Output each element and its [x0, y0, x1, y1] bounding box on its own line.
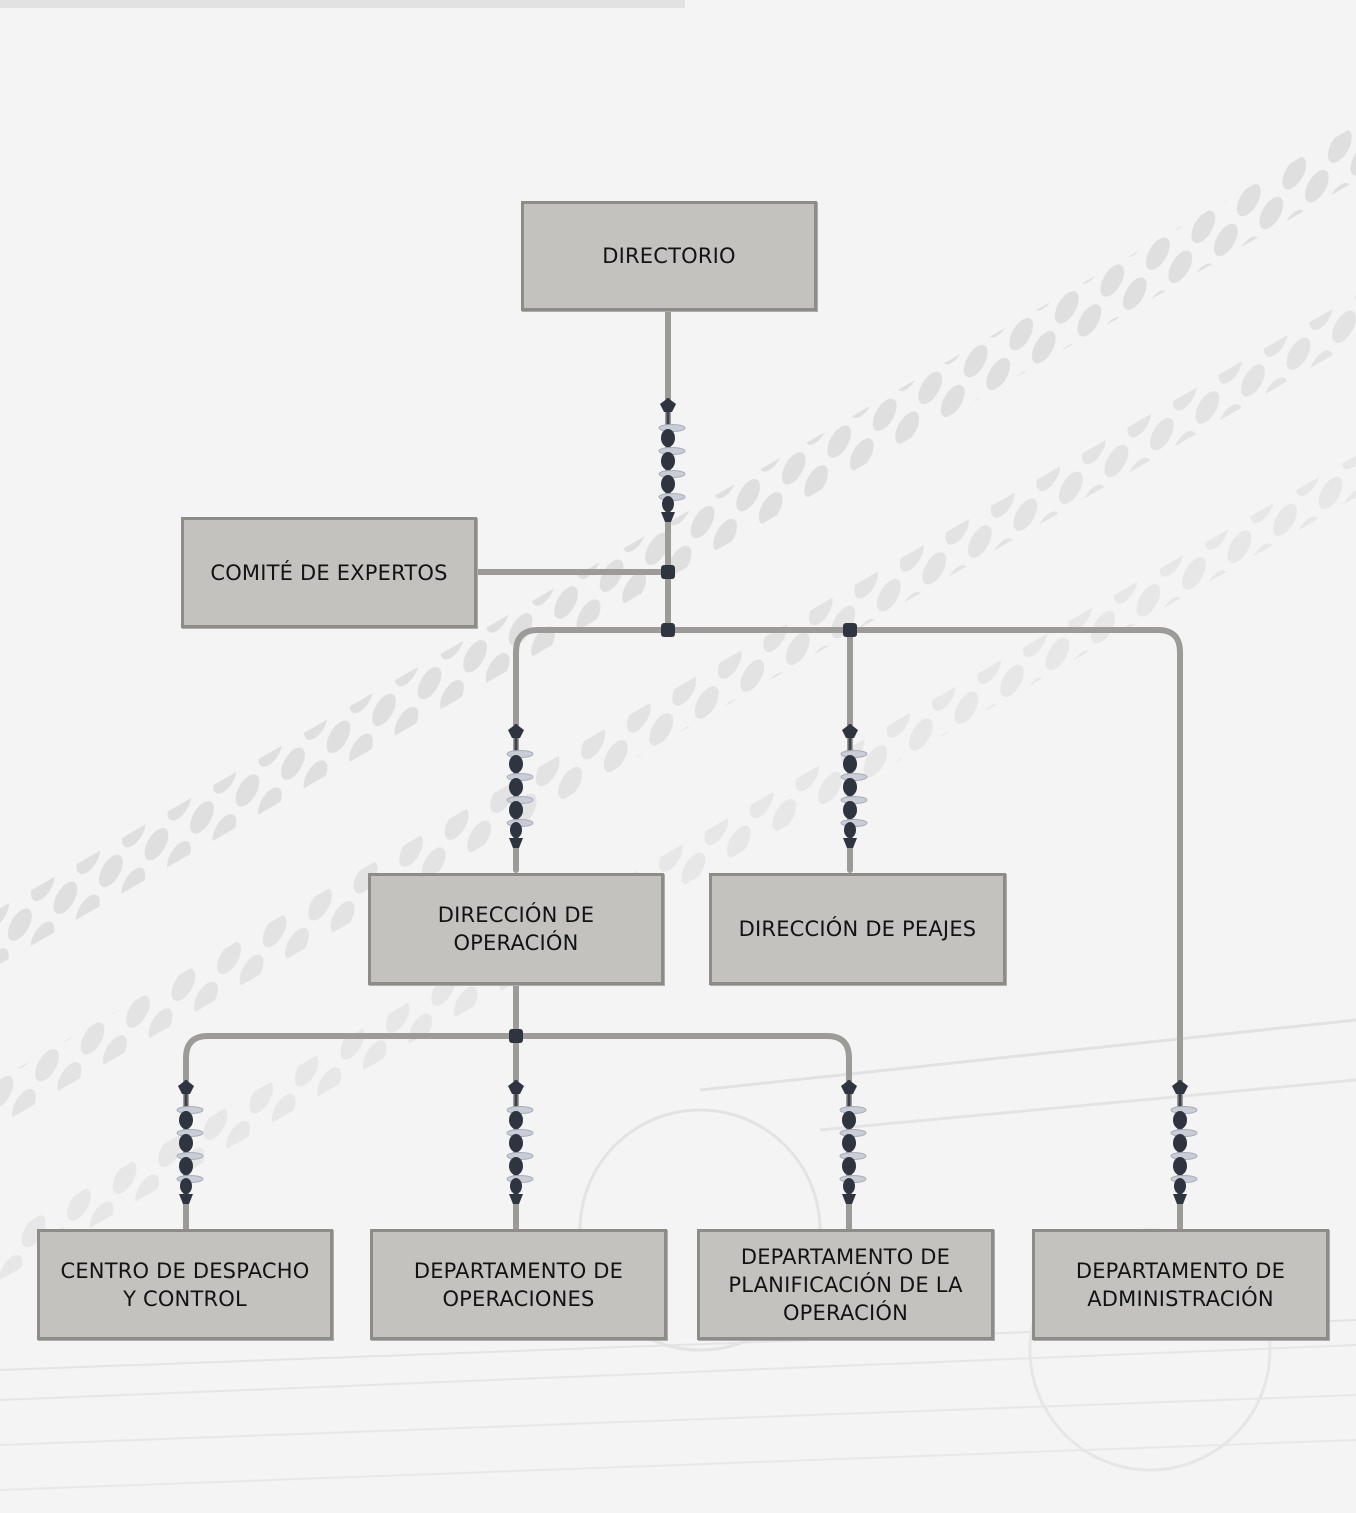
- node-directorio: DIRECTORIO: [521, 201, 817, 311]
- insulator-icon: [1170, 1079, 1198, 1205]
- node-departamento-de-administracion: DEPARTAMENTO DE ADMINISTRACIÓN: [1032, 1229, 1329, 1340]
- top-strip: [0, 0, 685, 8]
- node-label: DIRECCIÓN DE PEAJES: [738, 917, 977, 941]
- node-label: DEPARTAMENTO DE OPERACIONES: [413, 1258, 624, 1311]
- insulator-icon: [840, 723, 868, 849]
- node-departamento-de-operaciones: DEPARTAMENTO DE OPERACIONES: [370, 1229, 667, 1340]
- insulator-icon: [658, 397, 686, 523]
- node-label: COMITÉ DE EXPERTOS: [210, 560, 448, 585]
- node-departamento-de-planificacion: DEPARTAMENTO DE PLANIFICACIÓN DE LA OPER…: [697, 1229, 994, 1340]
- node-comite-de-expertos: COMITÉ DE EXPERTOS: [181, 517, 477, 628]
- insulator-icon: [506, 1079, 534, 1205]
- node-label: DIRECTORIO: [602, 244, 736, 268]
- node-label: DEPARTAMENTO DE ADMINISTRACIÓN: [1075, 1258, 1286, 1311]
- insulator-icon: [506, 723, 534, 849]
- node-label: DIRECCIÓN DE OPERACIÓN: [437, 903, 595, 955]
- node-direccion-de-operacion: DIRECCIÓN DE OPERACIÓN: [368, 873, 664, 985]
- insulator-icon: [176, 1079, 204, 1205]
- node-label: DEPARTAMENTO DE PLANIFICACIÓN DE LA OPER…: [728, 1244, 963, 1325]
- insulator-icon: [839, 1079, 867, 1205]
- node-label: CENTRO DE DESPACHO Y CONTROL: [60, 1258, 310, 1311]
- node-direccion-de-peajes: DIRECCIÓN DE PEAJES: [709, 873, 1006, 985]
- node-centro-de-despacho: CENTRO DE DESPACHO Y CONTROL: [37, 1229, 333, 1340]
